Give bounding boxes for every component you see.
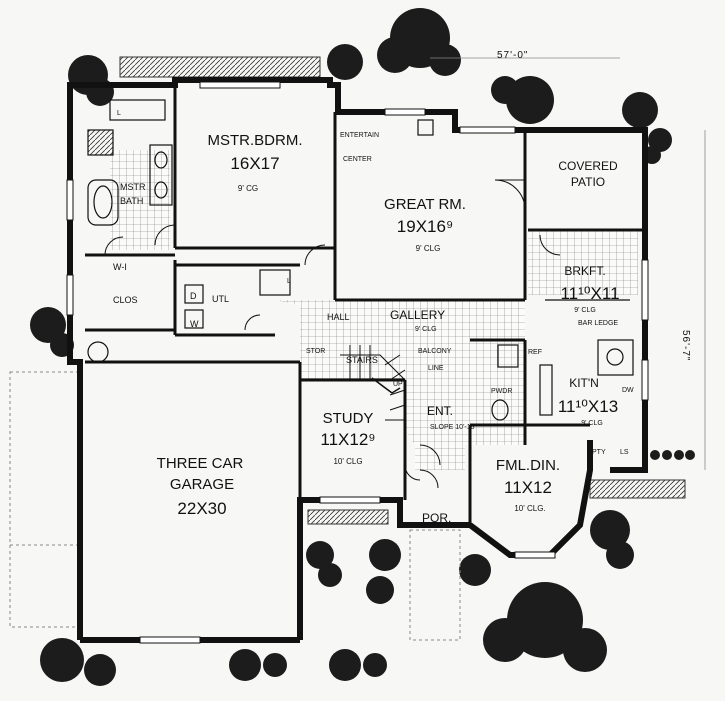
master-bath-toilet-mark: L [117, 110, 121, 117]
garage-name-line2: GARAGE [169, 476, 235, 493]
study-name: STUDY [322, 410, 374, 427]
garage-name-line1: THREE CAR [156, 455, 244, 472]
closet-name-line2: CLOS [113, 295, 138, 305]
linen-mark: L [287, 278, 291, 285]
washer-mark: W [190, 319, 199, 329]
entertainment-center-line2: CENTER [343, 156, 372, 163]
master-bedroom-name: MSTR.BDRM. [207, 132, 303, 149]
gallery-name: GALLERY [390, 308, 446, 322]
hall-name: HALL [327, 312, 350, 322]
covered-patio-line2: PATIO [570, 175, 606, 189]
study-ceiling: 10' CLG [333, 457, 363, 466]
stairs [340, 345, 406, 421]
dishwasher-label: DW [622, 387, 634, 394]
stairs-name: STAIRS [346, 355, 378, 365]
breakfast-ceiling: 9' CLG [574, 307, 596, 314]
master-bedroom-size: 16X17 [230, 154, 280, 173]
entry-ceiling: SLOPE 10'-18' [430, 424, 476, 431]
doors [104, 179, 561, 489]
family-dining-name: FML.DIN. [495, 457, 561, 474]
breakfast-name: BRKFT. [564, 264, 606, 278]
entertainment-center-line1: ENTERTAIN [340, 132, 380, 139]
bar-ledge-label: BAR LEDGE [578, 320, 619, 327]
kitchen-ceiling: 9' CLG [581, 420, 603, 427]
overall-depth-label: 56'-7" [680, 330, 691, 362]
great-room-ceiling: 9' CLG [415, 244, 441, 253]
covered-patio-line1: COVERED [558, 159, 618, 173]
great-room-name: GREAT RM. [384, 196, 466, 213]
pantry-label: PTY [592, 449, 606, 456]
landscaping [30, 8, 695, 686]
balcony-line-1: BALCONY [418, 348, 452, 355]
windows [66, 81, 649, 644]
family-dining-ceiling: 10' CLG. [514, 504, 546, 513]
dimension-marks [430, 57, 706, 470]
dryer-mark: D [190, 291, 197, 301]
gallery-ceiling: 9' CLG [415, 326, 437, 333]
kitchen-size: 11¹⁰X13 [557, 397, 619, 416]
porch-name: POR. [422, 511, 452, 525]
stairs-direction: UP [393, 381, 403, 388]
powder-name: PWDR [491, 388, 513, 395]
master-bath-name-line2: BATH [120, 196, 144, 206]
driveway [9, 371, 461, 641]
kitchen-name: KIT'N [569, 376, 599, 390]
great-room-size: 19X16⁹ [396, 217, 454, 236]
entry-name: ENT. [427, 404, 454, 418]
storage-name: STOR [306, 348, 326, 355]
balcony-line-2: LINE [428, 365, 444, 372]
closet-name-line1: W-I [113, 262, 127, 272]
study-size: 11X12⁹ [320, 430, 376, 449]
tile-floors [110, 150, 638, 470]
overall-width-label: 57'-0" [497, 50, 529, 61]
garage-size: 22X30 [177, 499, 227, 518]
hedges [119, 56, 686, 525]
master-bath-name-line1: MSTR [120, 182, 146, 192]
utility-name: UTL [212, 294, 230, 304]
refrigerator-label: REF [528, 349, 542, 356]
breakfast-size: 11¹⁰X11 [560, 284, 620, 303]
master-bedroom-ceiling: 9' CG [237, 184, 259, 193]
lazy-susan-label: LS [620, 449, 629, 456]
family-dining-size: 11X12 [504, 478, 552, 497]
fixtures [87, 99, 634, 421]
